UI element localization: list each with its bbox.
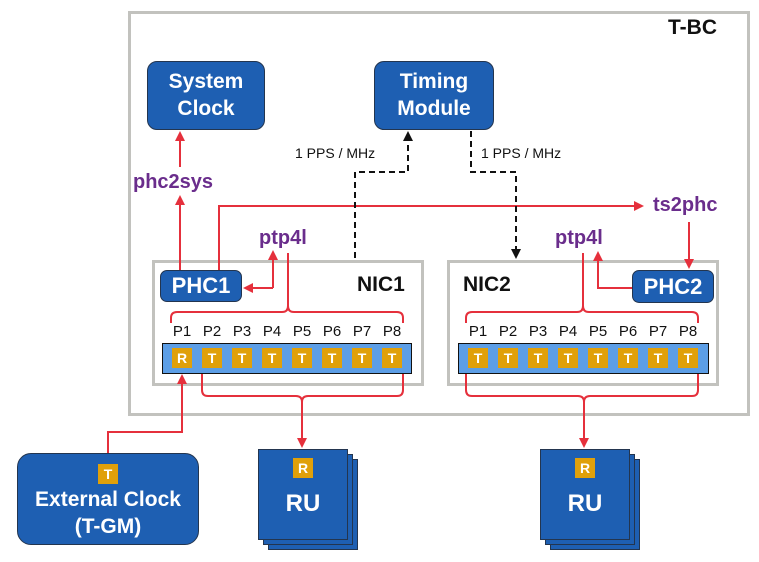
- nic2-port-label-p4: P4: [558, 323, 578, 340]
- nic1-port-p7: T: [352, 348, 372, 368]
- nic2-port-bar: [458, 343, 709, 374]
- nic2-port-label-p2: P2: [498, 323, 518, 340]
- bracket-nic1-top: [170, 253, 404, 323]
- nic2-port-p6: T: [618, 348, 638, 368]
- nic1-port-p4: T: [262, 348, 282, 368]
- ptp4l-nic2-label: ptp4l: [555, 227, 603, 249]
- timing-module-box: Timing Module: [374, 61, 494, 130]
- nic1-port-label-p1: P1: [172, 323, 192, 340]
- phc1-label: PHC1: [171, 273, 231, 299]
- ts2phc-label: ts2phc: [653, 194, 718, 216]
- nic2-port-label-p1: P1: [468, 323, 488, 340]
- phc2sys-label: phc2sys: [133, 171, 214, 193]
- system-clock-label-1: System: [168, 70, 244, 94]
- external-clock-label-1: External Clock: [35, 488, 181, 512]
- nic1-port-p3: T: [232, 348, 252, 368]
- nic1-port-label-p3: P3: [232, 323, 252, 340]
- external-clock-box: T External Clock (T-GM): [17, 453, 199, 545]
- nic1-port-p8: T: [382, 348, 402, 368]
- nic1-port-bar: [162, 343, 412, 374]
- nic2-port-p7: T: [648, 348, 668, 368]
- nic2-label: NIC2: [463, 273, 511, 296]
- phc1-box: PHC1: [160, 270, 242, 302]
- timing-module-label-1: Timing: [399, 70, 469, 94]
- ru2-label: RU: [567, 490, 603, 517]
- phc2-label: PHC2: [643, 273, 703, 299]
- nic2-port-label-p5: P5: [588, 323, 608, 340]
- nic1-port-label-p4: P4: [262, 323, 282, 340]
- ptp4l-nic1-label: ptp4l: [259, 227, 307, 249]
- nic2-port-p4: T: [558, 348, 578, 368]
- bracket-nic2-top: [465, 253, 699, 323]
- bracket-nic1-bottom: [201, 374, 404, 403]
- nic2-port-label-p8: P8: [678, 323, 698, 340]
- ru2-port: R: [575, 458, 595, 478]
- nic1-port-label-p7: P7: [352, 323, 372, 340]
- nic2-port-p8: T: [678, 348, 698, 368]
- tbc-container: [128, 11, 750, 416]
- pps-label-left: 1 PPS / MHz: [295, 145, 376, 161]
- ru1-label: RU: [285, 490, 321, 517]
- ru2-box: R RU: [540, 449, 630, 540]
- nic1-port-label-p2: P2: [202, 323, 222, 340]
- dashed-timing-to-nic2: [470, 131, 521, 259]
- nic2-port-p5: T: [588, 348, 608, 368]
- tbc-label: T-BC: [668, 16, 717, 39]
- nic2-port-label-p6: P6: [618, 323, 638, 340]
- nic1-port-label-p5: P5: [292, 323, 312, 340]
- external-clock-port: T: [98, 464, 118, 485]
- nic2-port-p1: T: [468, 348, 488, 368]
- nic2-port-label-p7: P7: [648, 323, 668, 340]
- phc2-box: PHC2: [632, 270, 714, 303]
- arrow-phc1-to-ts2phc: [218, 201, 644, 270]
- nic2-port-p2: T: [498, 348, 518, 368]
- nic1-port-p6: T: [322, 348, 342, 368]
- nic2-port-label-p3: P3: [528, 323, 548, 340]
- nic1-port-label-p8: P8: [382, 323, 402, 340]
- system-clock-box: System Clock: [147, 61, 265, 130]
- nic1-port-p1: R: [172, 348, 192, 368]
- nic1-port-p5: T: [292, 348, 312, 368]
- pps-label-right: 1 PPS / MHz: [481, 145, 562, 161]
- nic2-port-p3: T: [528, 348, 548, 368]
- ru1-box: R RU: [258, 449, 348, 540]
- dashed-nic1-to-timing: [354, 131, 413, 258]
- system-clock-label-2: Clock: [177, 96, 235, 120]
- arrow-extclock-to-p1: [107, 374, 187, 461]
- bracket-nic2-bottom: [465, 374, 699, 403]
- nic1-port-p2: T: [202, 348, 222, 368]
- external-clock-label-2: (T-GM): [74, 514, 142, 538]
- ru1-port: R: [293, 458, 313, 478]
- nic1-label: NIC1: [357, 273, 405, 296]
- arrow-phc2-to-ptp4l: [593, 251, 632, 289]
- timing-module-label-2: Module: [397, 96, 471, 120]
- nic1-port-label-p6: P6: [322, 323, 342, 340]
